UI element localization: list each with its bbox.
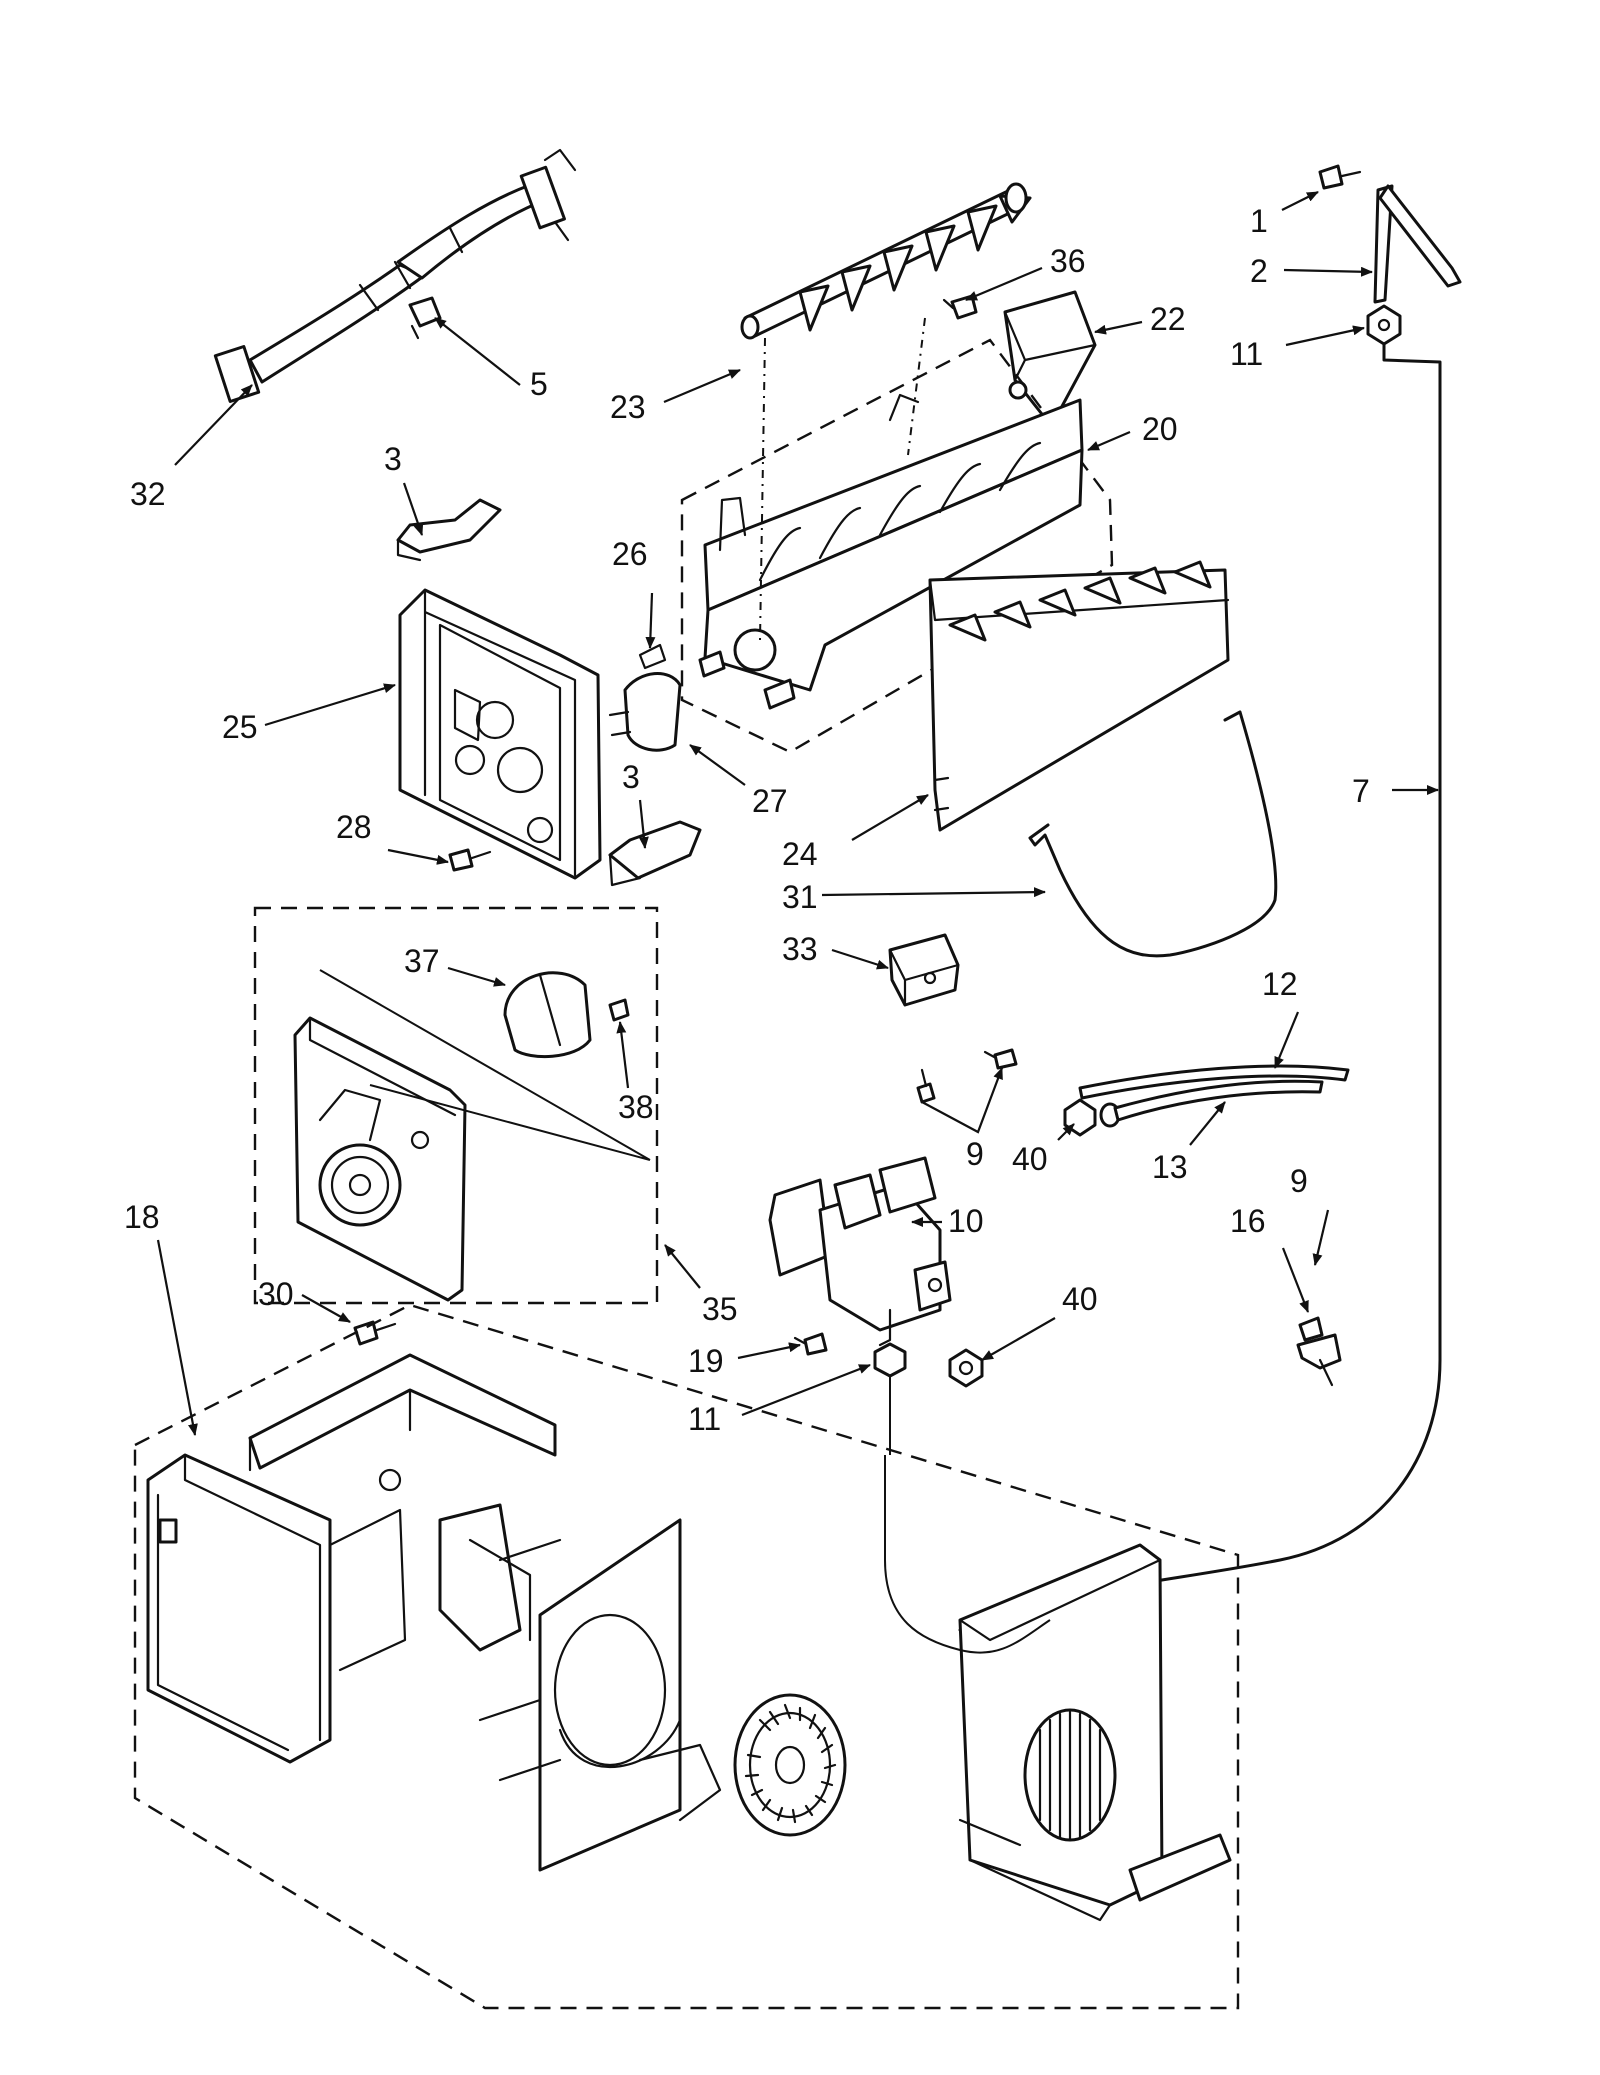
callout-31: 31 [782, 879, 818, 915]
screw-part-9 [916, 1048, 1018, 1104]
callout-12: 12 [1262, 966, 1298, 1002]
nut-part-40-lower [948, 1348, 984, 1388]
mold-assembly-boundary [680, 338, 1114, 754]
clamp-part-16 [1296, 1316, 1342, 1387]
callout-11-lower: 11 [688, 1401, 721, 1437]
callout-38: 38 [618, 1089, 654, 1125]
callout-9-left: 9 [966, 1136, 984, 1172]
bracket-part-33 [888, 933, 960, 1007]
callout-27: 27 [752, 783, 788, 819]
callout-40-upper: 40 [1012, 1141, 1048, 1177]
screw-part-1 [1318, 164, 1362, 190]
callout-35: 35 [702, 1291, 738, 1327]
screw-part-28 [448, 848, 492, 872]
callout-30: 30 [258, 1276, 294, 1312]
callout-16: 16 [1230, 1203, 1266, 1239]
fill-tube-part-2 [1373, 184, 1462, 304]
callout-labels: 1 2 3 3 5 7 9 9 10 11 11 12 13 16 18 19 … [124, 203, 1370, 1437]
callout-28: 28 [336, 809, 372, 845]
callout-36: 36 [1050, 243, 1086, 279]
water-line-part-7 [958, 342, 1442, 1632]
blower-wheel-part [733, 1693, 847, 1837]
ejector-part-23 [740, 182, 1032, 340]
thermostat-part-27 [608, 672, 682, 752]
screw-part-19 [793, 1332, 828, 1356]
water-valve-part-10 [768, 1156, 952, 1347]
water-line-lower [884, 1455, 1051, 1654]
callout-7: 7 [1352, 773, 1370, 809]
callout-11-upper: 11 [1230, 336, 1263, 372]
callout-13: 13 [1152, 1149, 1188, 1185]
ice-mold-part-20 [698, 393, 1084, 710]
callout-32: 32 [130, 476, 166, 512]
callout-5: 5 [530, 366, 548, 402]
dispenser-assembly-part-18 [146, 1353, 722, 1872]
screw-part-38 [608, 998, 630, 1022]
callout-9-right: 9 [1290, 1163, 1308, 1199]
shield-part-3-lower [608, 820, 702, 887]
fill-cup-part-22 [1003, 290, 1097, 420]
tube-part-13 [1099, 1079, 1324, 1128]
dispenser-assembly-boundary [133, 1303, 1240, 2010]
callout-22: 22 [1150, 301, 1186, 337]
callout-24: 24 [782, 836, 818, 872]
callout-1: 1 [1250, 203, 1268, 239]
callout-2: 2 [1250, 253, 1268, 289]
shutoff-arm-part-31 [1028, 710, 1278, 958]
callout-20: 20 [1142, 411, 1178, 447]
blower-housing-part [958, 1543, 1232, 1922]
callout-3-lower: 3 [622, 759, 640, 795]
nut-part-11-lower [873, 1342, 907, 1378]
motor-part-37 [503, 971, 592, 1059]
nut-part-11-upper [1366, 304, 1402, 346]
stripper-part-24 [928, 560, 1230, 832]
callout-3-upper: 3 [384, 441, 402, 477]
control-housing-part-25 [398, 588, 602, 880]
callout-18: 18 [124, 1199, 160, 1235]
screw-part-36 [942, 294, 978, 320]
callout-25: 25 [222, 709, 258, 745]
callout-40-lower: 40 [1062, 1281, 1098, 1317]
callout-33: 33 [782, 931, 818, 967]
leader-lines [156, 191, 1439, 1436]
callout-19: 19 [688, 1343, 724, 1379]
callout-10: 10 [948, 1203, 984, 1239]
alignment-line [759, 317, 926, 641]
thermostat-clip-part-26 [638, 643, 667, 670]
tube-part-12 [1078, 1064, 1350, 1100]
module-part-35 [293, 969, 651, 1302]
callout-23: 23 [610, 389, 646, 425]
wire-harness-part-32 [213, 148, 577, 403]
callout-37: 37 [404, 943, 440, 979]
screw-part-30 [353, 1320, 397, 1346]
callout-26: 26 [612, 536, 648, 572]
motor-module-boundary [253, 906, 659, 1305]
